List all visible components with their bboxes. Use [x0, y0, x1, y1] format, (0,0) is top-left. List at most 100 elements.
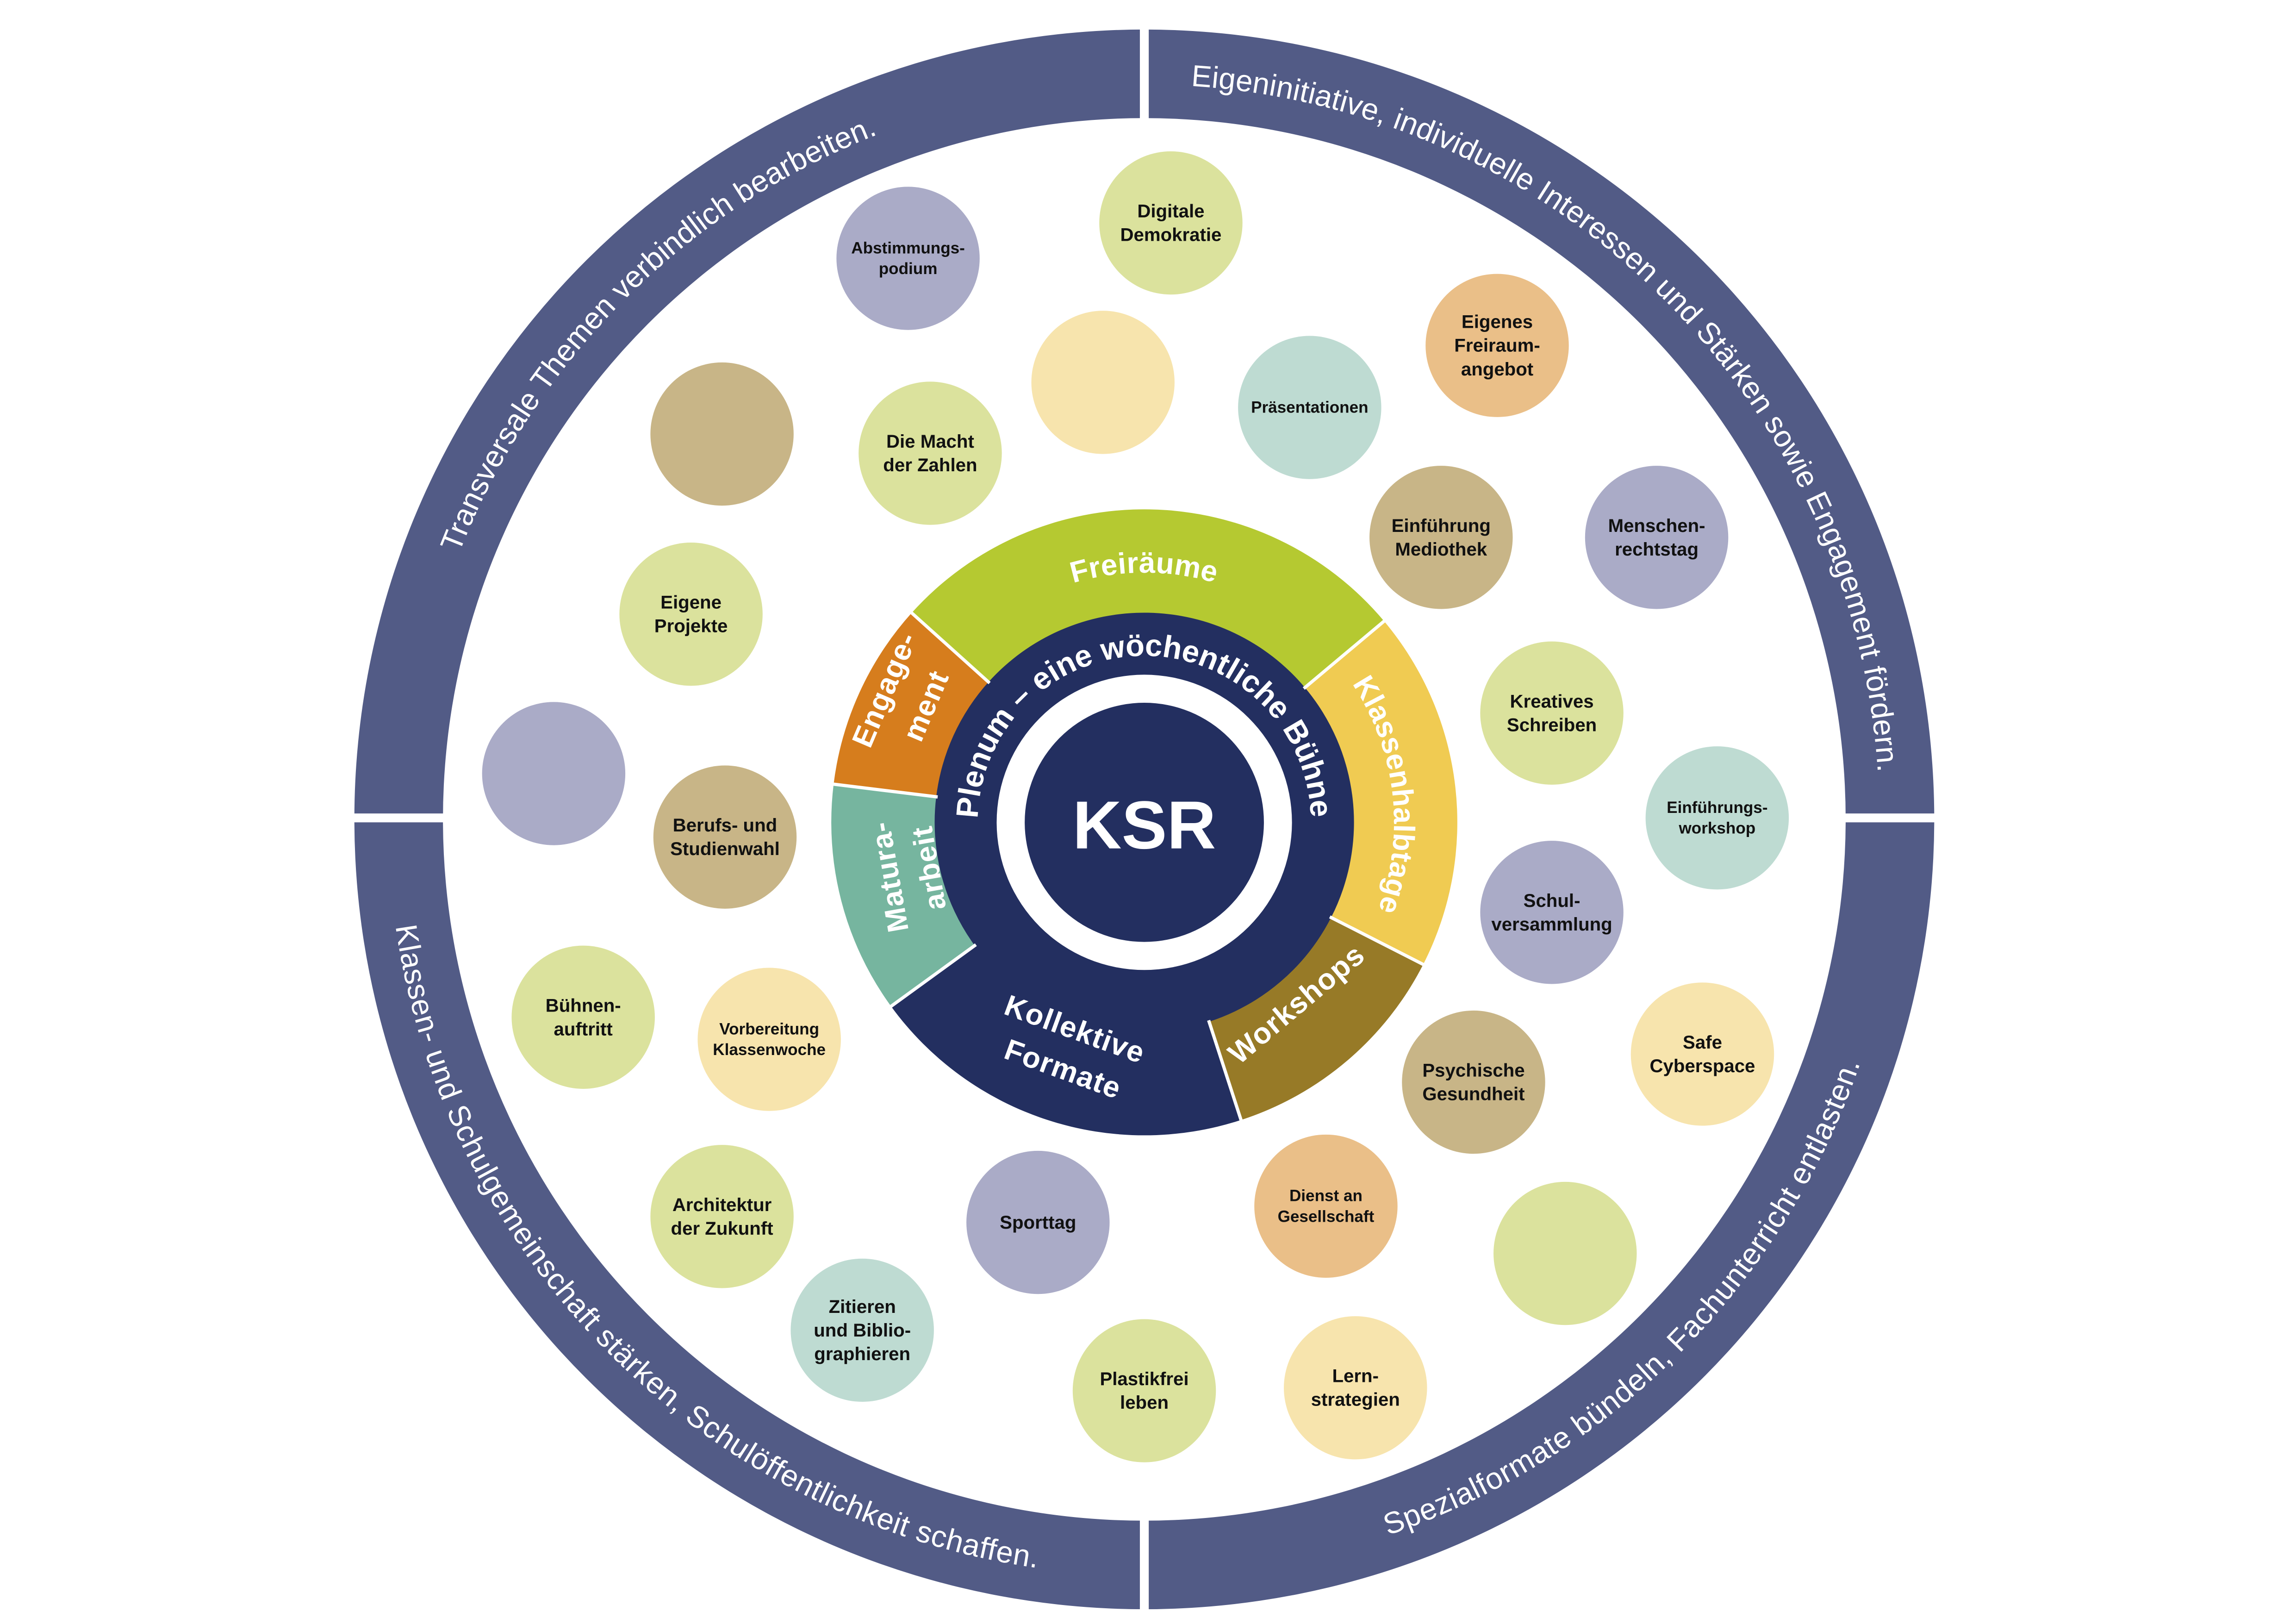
bubble-circle [1645, 746, 1789, 890]
bubble-label: graphieren [814, 1343, 910, 1364]
format-bubble: Zitieren und Biblio-graphieren [790, 1258, 934, 1402]
bubble-circle [619, 542, 763, 686]
bubble-label: Sporttag [1000, 1212, 1076, 1233]
bubble-circle [1072, 1319, 1216, 1462]
format-bubble: Einführungs-workshop [1645, 746, 1789, 890]
bubble-label: Digitale [1137, 201, 1204, 222]
bubble-circle [1031, 311, 1175, 454]
bubble-label: der Zahlen [883, 455, 977, 475]
bubble-label: Cyberspace [1650, 1056, 1755, 1076]
format-bubble: Dienst an Gesellschaft [1254, 1134, 1398, 1278]
bubble-circle [1099, 151, 1243, 295]
bubble-circle [1284, 1316, 1427, 1460]
segment-freiraeume[interactable] [911, 509, 1384, 688]
bubble-label: Demokratie [1120, 225, 1221, 245]
bubble-label: strategien [1311, 1389, 1400, 1410]
bubble-label: rechtstag [1615, 539, 1699, 560]
bubble-label: Eigene [660, 592, 722, 613]
bubble-circle [1369, 466, 1513, 609]
bubble-label: Projekte [654, 616, 728, 637]
bubble-label: Vorbereitung [719, 1020, 819, 1038]
bubble-label: Safe [1683, 1032, 1722, 1053]
segment-divider [1302, 619, 1387, 690]
bubble-label: versammlung [1491, 914, 1612, 935]
empty-bubble [482, 702, 626, 845]
bubble-circle [1425, 274, 1569, 417]
bubble-label: Präsentationen [1251, 399, 1368, 417]
segment-klassenhalbtage[interactable] [1305, 621, 1457, 965]
segment-engagement[interactable] [834, 612, 989, 797]
bubble-circle [511, 945, 655, 1089]
bubble-circle [1493, 1181, 1637, 1325]
bubble-circle [966, 1150, 1110, 1294]
bubble-circle [482, 702, 626, 845]
format-bubble: Sporttag [966, 1150, 1110, 1294]
bubble-label: Eigenes [1462, 312, 1533, 332]
bubble-label: Berufs- und [673, 815, 778, 836]
bubble-label: Einführungs- [1667, 799, 1767, 817]
bubble-label: Die Macht [886, 431, 974, 452]
bubble-label: auftritt [554, 1018, 613, 1039]
bubble-label: Klassenwoche [713, 1041, 826, 1059]
segment-divider [889, 943, 977, 1009]
ring-quadrant-bottom-right [1144, 819, 1935, 1610]
segment-divider [1207, 1019, 1243, 1122]
bubble-label: Psychische [1422, 1060, 1524, 1081]
bubble-circle [650, 362, 794, 506]
empty-bubble [1031, 311, 1175, 454]
empty-bubble [650, 362, 794, 506]
bubble-circle [1238, 336, 1381, 479]
bubble-circle [1480, 641, 1624, 785]
bubble-circle [1254, 1134, 1398, 1278]
bubble-label: leben [1120, 1392, 1169, 1413]
format-bubble: Architektur der Zukunft [650, 1145, 794, 1288]
segment-maturaarbeit[interactable] [831, 784, 975, 1006]
format-bubble: Die Macht der Zahlen [859, 381, 1002, 525]
segment-workshops[interactable] [1209, 917, 1424, 1120]
bubble-circle [653, 765, 797, 909]
bubble-circle [790, 1258, 934, 1402]
ksr-center-circle [1025, 703, 1264, 942]
bubble-circle [697, 968, 841, 1111]
bubble-label: Architektur [672, 1194, 772, 1215]
bubble-label: Zitieren [829, 1296, 896, 1317]
segment-divider [909, 611, 991, 685]
bubble-label: Lern- [1332, 1366, 1379, 1387]
bubble-label: Gesellschaft [1278, 1207, 1375, 1225]
bubble-label: Schul- [1524, 890, 1580, 911]
ring-quadrant-bottom-left [354, 819, 1145, 1610]
ring-quadrant-top-right [1144, 29, 1935, 819]
format-bubble: Lern-strategien [1284, 1316, 1427, 1460]
format-bubble: Bühnen-auftritt [511, 945, 655, 1089]
bubble-circle [1585, 466, 1729, 609]
bubble-label: Abstimmungs- [851, 239, 965, 257]
segment-kollektive-formate[interactable] [891, 945, 1241, 1136]
bubble-label: Dienst an [1289, 1187, 1363, 1205]
bubble-label: Einführung [1392, 515, 1491, 536]
bubble-label: Mediothek [1395, 539, 1487, 560]
bubble-label: angebot [1461, 359, 1533, 380]
bubble-label: workshop [1679, 819, 1756, 837]
bubble-label: Menschen- [1608, 515, 1705, 536]
ksr-logo-text: KSR [1073, 787, 1216, 863]
format-bubble: Menschen-rechtstag [1585, 466, 1729, 609]
bubble-label: und Biblio- [814, 1320, 911, 1341]
bubble-label: Kreatives [1510, 691, 1594, 712]
segment-divider [1329, 915, 1425, 967]
bubble-circle [836, 187, 980, 330]
bubble-circle [1480, 841, 1624, 984]
bubble-label: der Zukunft [671, 1218, 773, 1239]
empty-bubble [1493, 1181, 1637, 1325]
format-bubble: Abstimmungs-podium [836, 187, 980, 330]
